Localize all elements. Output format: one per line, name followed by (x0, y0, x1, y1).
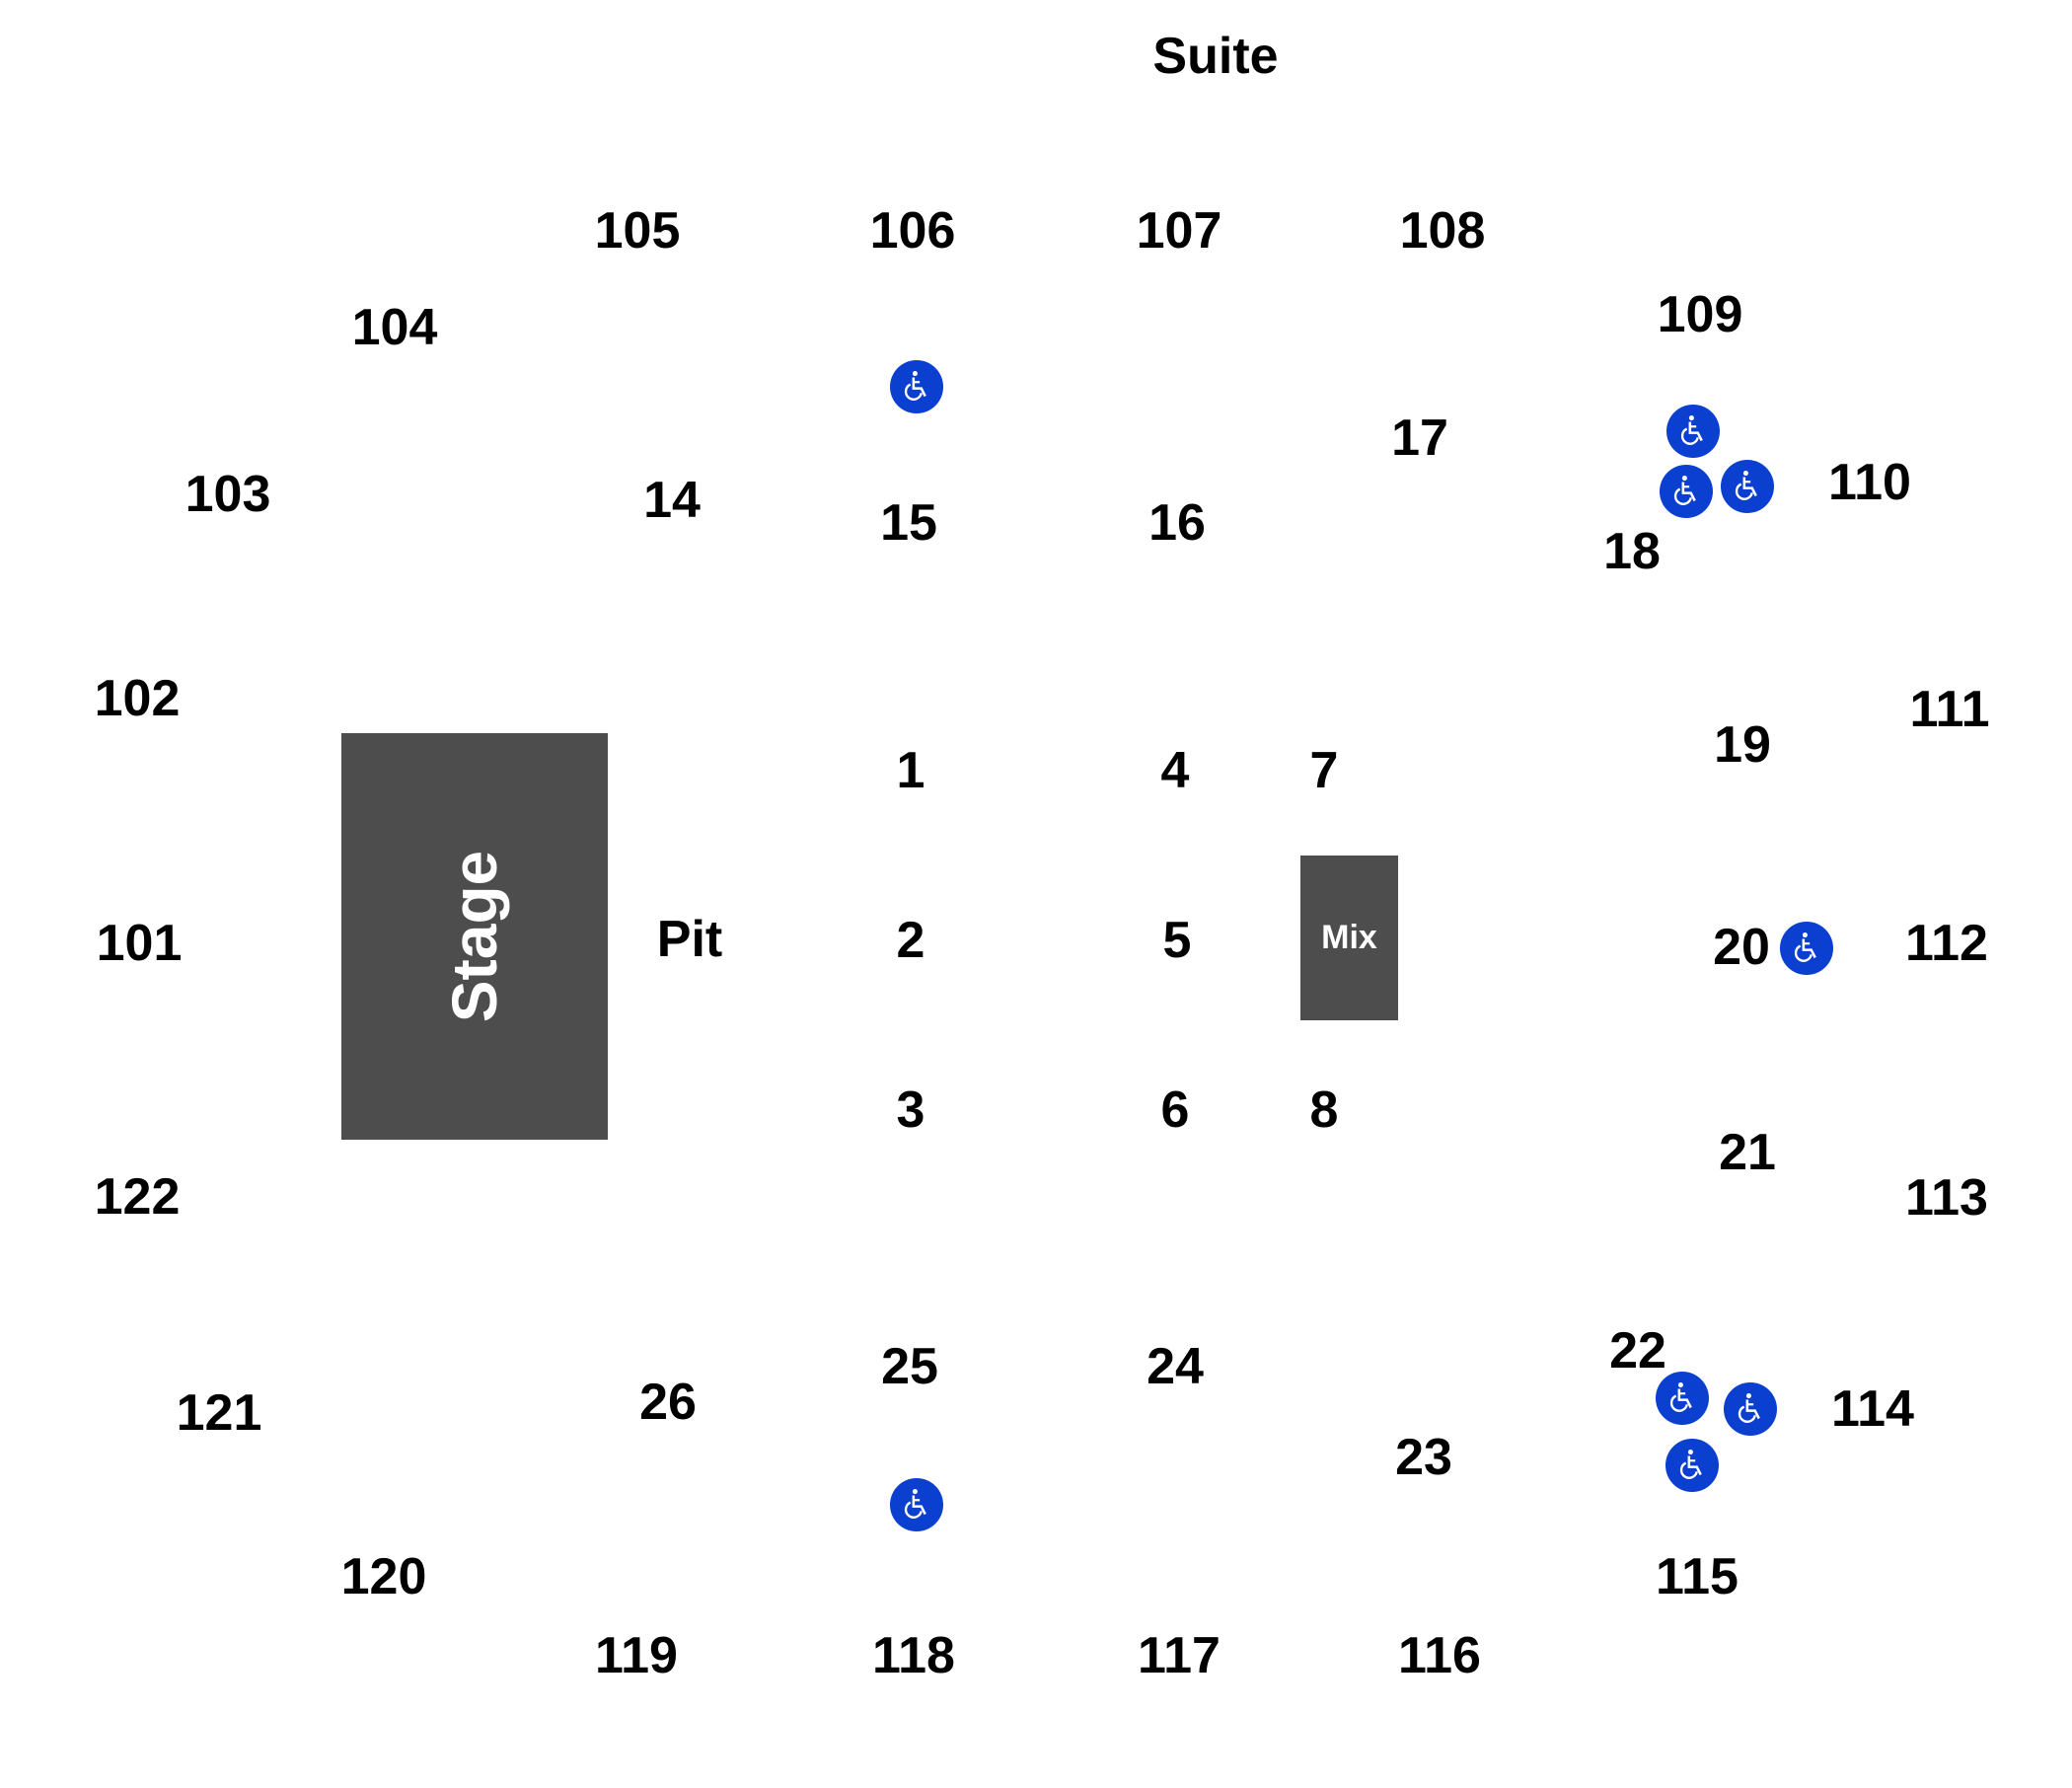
section-2[interactable]: 2 (896, 912, 925, 969)
stage-label: Stage (439, 850, 510, 1023)
section-3[interactable]: 3 (896, 1081, 925, 1139)
section-103[interactable]: 103 (185, 466, 271, 523)
wheelchair-icon (1780, 922, 1833, 975)
section-102[interactable]: 102 (94, 670, 181, 727)
section-112[interactable]: 112 (1905, 915, 1988, 972)
section-117[interactable]: 117 (1138, 1627, 1221, 1684)
section-23[interactable]: 23 (1395, 1429, 1452, 1486)
section-106[interactable]: 106 (869, 202, 956, 260)
section-119[interactable]: 119 (595, 1627, 678, 1684)
section-120[interactable]: 120 (340, 1548, 427, 1605)
section-21[interactable]: 21 (1719, 1124, 1776, 1181)
section-114[interactable]: 114 (1831, 1380, 1914, 1438)
section-1[interactable]: 1 (896, 742, 925, 799)
mix-booth: Mix (1300, 856, 1398, 1020)
section-4[interactable]: 4 (1160, 742, 1190, 799)
section-108[interactable]: 108 (1399, 202, 1486, 260)
mix-label: Mix (1321, 919, 1377, 956)
section-107[interactable]: 107 (1136, 202, 1222, 260)
section-113[interactable]: 113 (1905, 1169, 1988, 1227)
wheelchair-icon (1665, 1439, 1719, 1492)
wheelchair-icon (1660, 465, 1713, 518)
section-101[interactable]: 101 (96, 915, 183, 972)
section-14[interactable]: 14 (643, 472, 701, 529)
wheelchair-icon (890, 360, 943, 413)
wheelchair-icon (890, 1478, 943, 1531)
section-118[interactable]: 118 (872, 1627, 955, 1684)
wheelchair-icon (1721, 460, 1774, 513)
section-5[interactable]: 5 (1162, 912, 1192, 969)
section-109[interactable]: 109 (1657, 286, 1743, 343)
wheelchair-icon (1724, 1382, 1777, 1436)
wheelchair-icon (1656, 1372, 1709, 1425)
section-105[interactable]: 105 (594, 202, 681, 260)
section-115[interactable]: 115 (1656, 1548, 1739, 1605)
section-19[interactable]: 19 (1714, 716, 1771, 774)
section-22[interactable]: 22 (1609, 1322, 1666, 1379)
section-15[interactable]: 15 (880, 494, 937, 552)
stage[interactable]: Stage (341, 733, 608, 1140)
section-26[interactable]: 26 (639, 1374, 697, 1431)
section-122[interactable]: 122 (94, 1168, 181, 1226)
section-25[interactable]: 25 (881, 1338, 938, 1395)
section-16[interactable]: 16 (1148, 494, 1206, 552)
section-20[interactable]: 20 (1713, 919, 1770, 976)
section-116[interactable]: 116 (1398, 1627, 1481, 1684)
section-121[interactable]: 121 (176, 1384, 262, 1442)
section-6[interactable]: 6 (1160, 1081, 1190, 1139)
section-8[interactable]: 8 (1309, 1081, 1339, 1139)
section-17[interactable]: 17 (1391, 410, 1448, 467)
section-111[interactable]: 111 (1909, 681, 1990, 738)
section-24[interactable]: 24 (1147, 1338, 1204, 1395)
pit-label[interactable]: Pit (656, 911, 723, 968)
section-7[interactable]: 7 (1309, 742, 1339, 799)
section-18[interactable]: 18 (1603, 523, 1661, 580)
suite-label[interactable]: Suite (1152, 28, 1279, 85)
wheelchair-icon (1666, 405, 1720, 458)
section-104[interactable]: 104 (351, 299, 438, 356)
section-110[interactable]: 110 (1828, 454, 1911, 511)
